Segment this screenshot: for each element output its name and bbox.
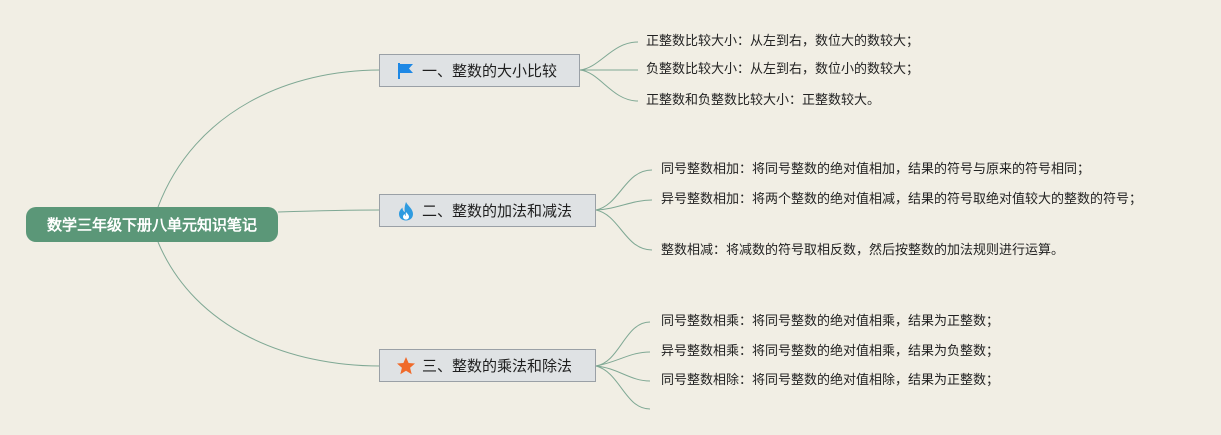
leaf-different-sign-add: 异号整数相加：将两个整数的绝对值相减，结果的符号取绝对值较大的整数的符号； bbox=[661, 192, 1143, 207]
connector-b1-leaf-1 bbox=[579, 41, 639, 71]
branch-integer-add-subtract[interactable]: 二、整数的加法和减法 bbox=[379, 194, 596, 227]
leaf-same-sign-multiply: 同号整数相乘：将同号整数的绝对值相乘，结果为正整数； bbox=[661, 314, 1000, 329]
branch-integer-comparison[interactable]: 一、整数的大小比较 bbox=[379, 54, 580, 87]
connector-b2-leaf-2 bbox=[595, 199, 653, 211]
connector-b2-leaf-3 bbox=[595, 209, 653, 251]
connector-b2-leaf-1 bbox=[595, 169, 653, 211]
connector-b3-leaf-3 bbox=[595, 365, 651, 382]
branch-integer-multiply-divide[interactable]: 三、整数的乘法和除法 bbox=[379, 349, 596, 382]
leaf-integer-subtract: 整数相减：将减数的符号取相反数，然后按整数的加法规则进行运算。 bbox=[661, 243, 1065, 258]
connector-root-branch-1 bbox=[157, 69, 381, 208]
leaf-different-sign-multiply: 异号整数相乘：将同号整数的绝对值相乘，结果为负整数； bbox=[661, 344, 1000, 359]
leaf-same-sign-add: 同号整数相加：将同号整数的绝对值相加，结果的符号与原来的符号相同； bbox=[661, 162, 1091, 177]
root-topic[interactable]: 数学三年级下册八单元知识笔记 bbox=[26, 207, 278, 242]
branch-label: 一、整数的大小比较 bbox=[422, 62, 558, 80]
flame-icon bbox=[396, 201, 416, 221]
leaf-same-sign-divide: 同号整数相除：将同号整数的绝对值相除，结果为正整数； bbox=[661, 373, 1000, 388]
root-topic-label: 数学三年级下册八单元知识笔记 bbox=[46, 216, 257, 234]
connector-b3-leaf-4 bbox=[595, 365, 651, 410]
leaf-negative-comparison: 负整数比较大小：从左到右，数位小的数较大； bbox=[646, 62, 920, 77]
flag-icon bbox=[396, 61, 416, 81]
leaf-positive-comparison: 正整数比较大小：从左到右，数位大的数较大； bbox=[646, 34, 920, 49]
leaf-mixed-comparison: 正整数和负整数比较大小：正整数较大。 bbox=[646, 93, 881, 108]
connector-b3-leaf-2 bbox=[595, 351, 651, 367]
connector-b1-leaf-3 bbox=[579, 69, 639, 102]
branch-label: 三、整数的乘法和除法 bbox=[422, 357, 573, 375]
connector-root-branch-2 bbox=[277, 209, 381, 213]
star-icon bbox=[396, 356, 416, 376]
connector-root-branch-3 bbox=[157, 241, 381, 367]
connector-b3-leaf-1 bbox=[595, 321, 651, 367]
branch-label: 二、整数的加法和减法 bbox=[422, 202, 573, 220]
